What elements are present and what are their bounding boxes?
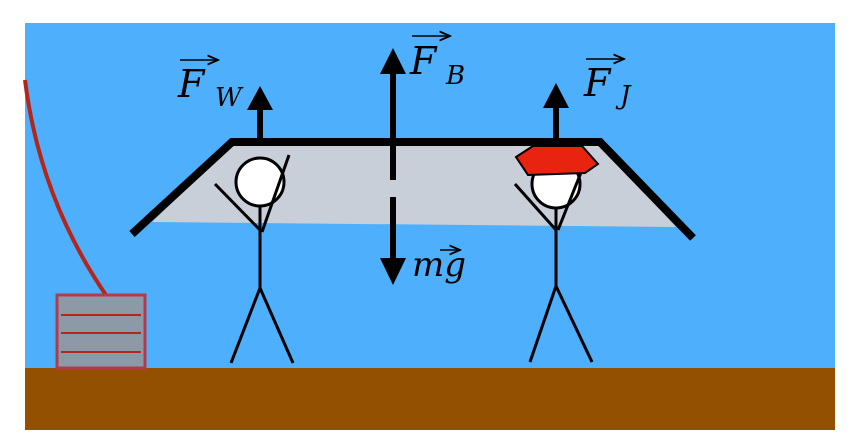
force-j-subscript: J (615, 81, 632, 111)
label-force-j: F J (583, 59, 632, 111)
force-w-symbol: F (177, 62, 206, 106)
arrow-force-j (543, 83, 569, 140)
label-force-b: F B (409, 36, 465, 91)
force-b-symbol: F (409, 39, 438, 83)
crate (55, 293, 147, 370)
board (129, 138, 696, 241)
ground (25, 368, 835, 430)
arrow-force-b (380, 48, 406, 180)
stick-figure-w (213, 154, 295, 364)
weight-symbol: mg (412, 245, 466, 285)
label-force-w: F W (177, 60, 244, 113)
force-j-symbol: F (583, 61, 612, 105)
board-underside (152, 145, 676, 227)
label-weight: mg (412, 245, 466, 285)
force-b-subscript: B (445, 61, 465, 91)
hat (514, 145, 600, 177)
rope (23, 79, 110, 300)
force-w-subscript: W (215, 83, 244, 113)
arrow-weight (380, 197, 406, 285)
arrow-force-w (247, 86, 273, 140)
